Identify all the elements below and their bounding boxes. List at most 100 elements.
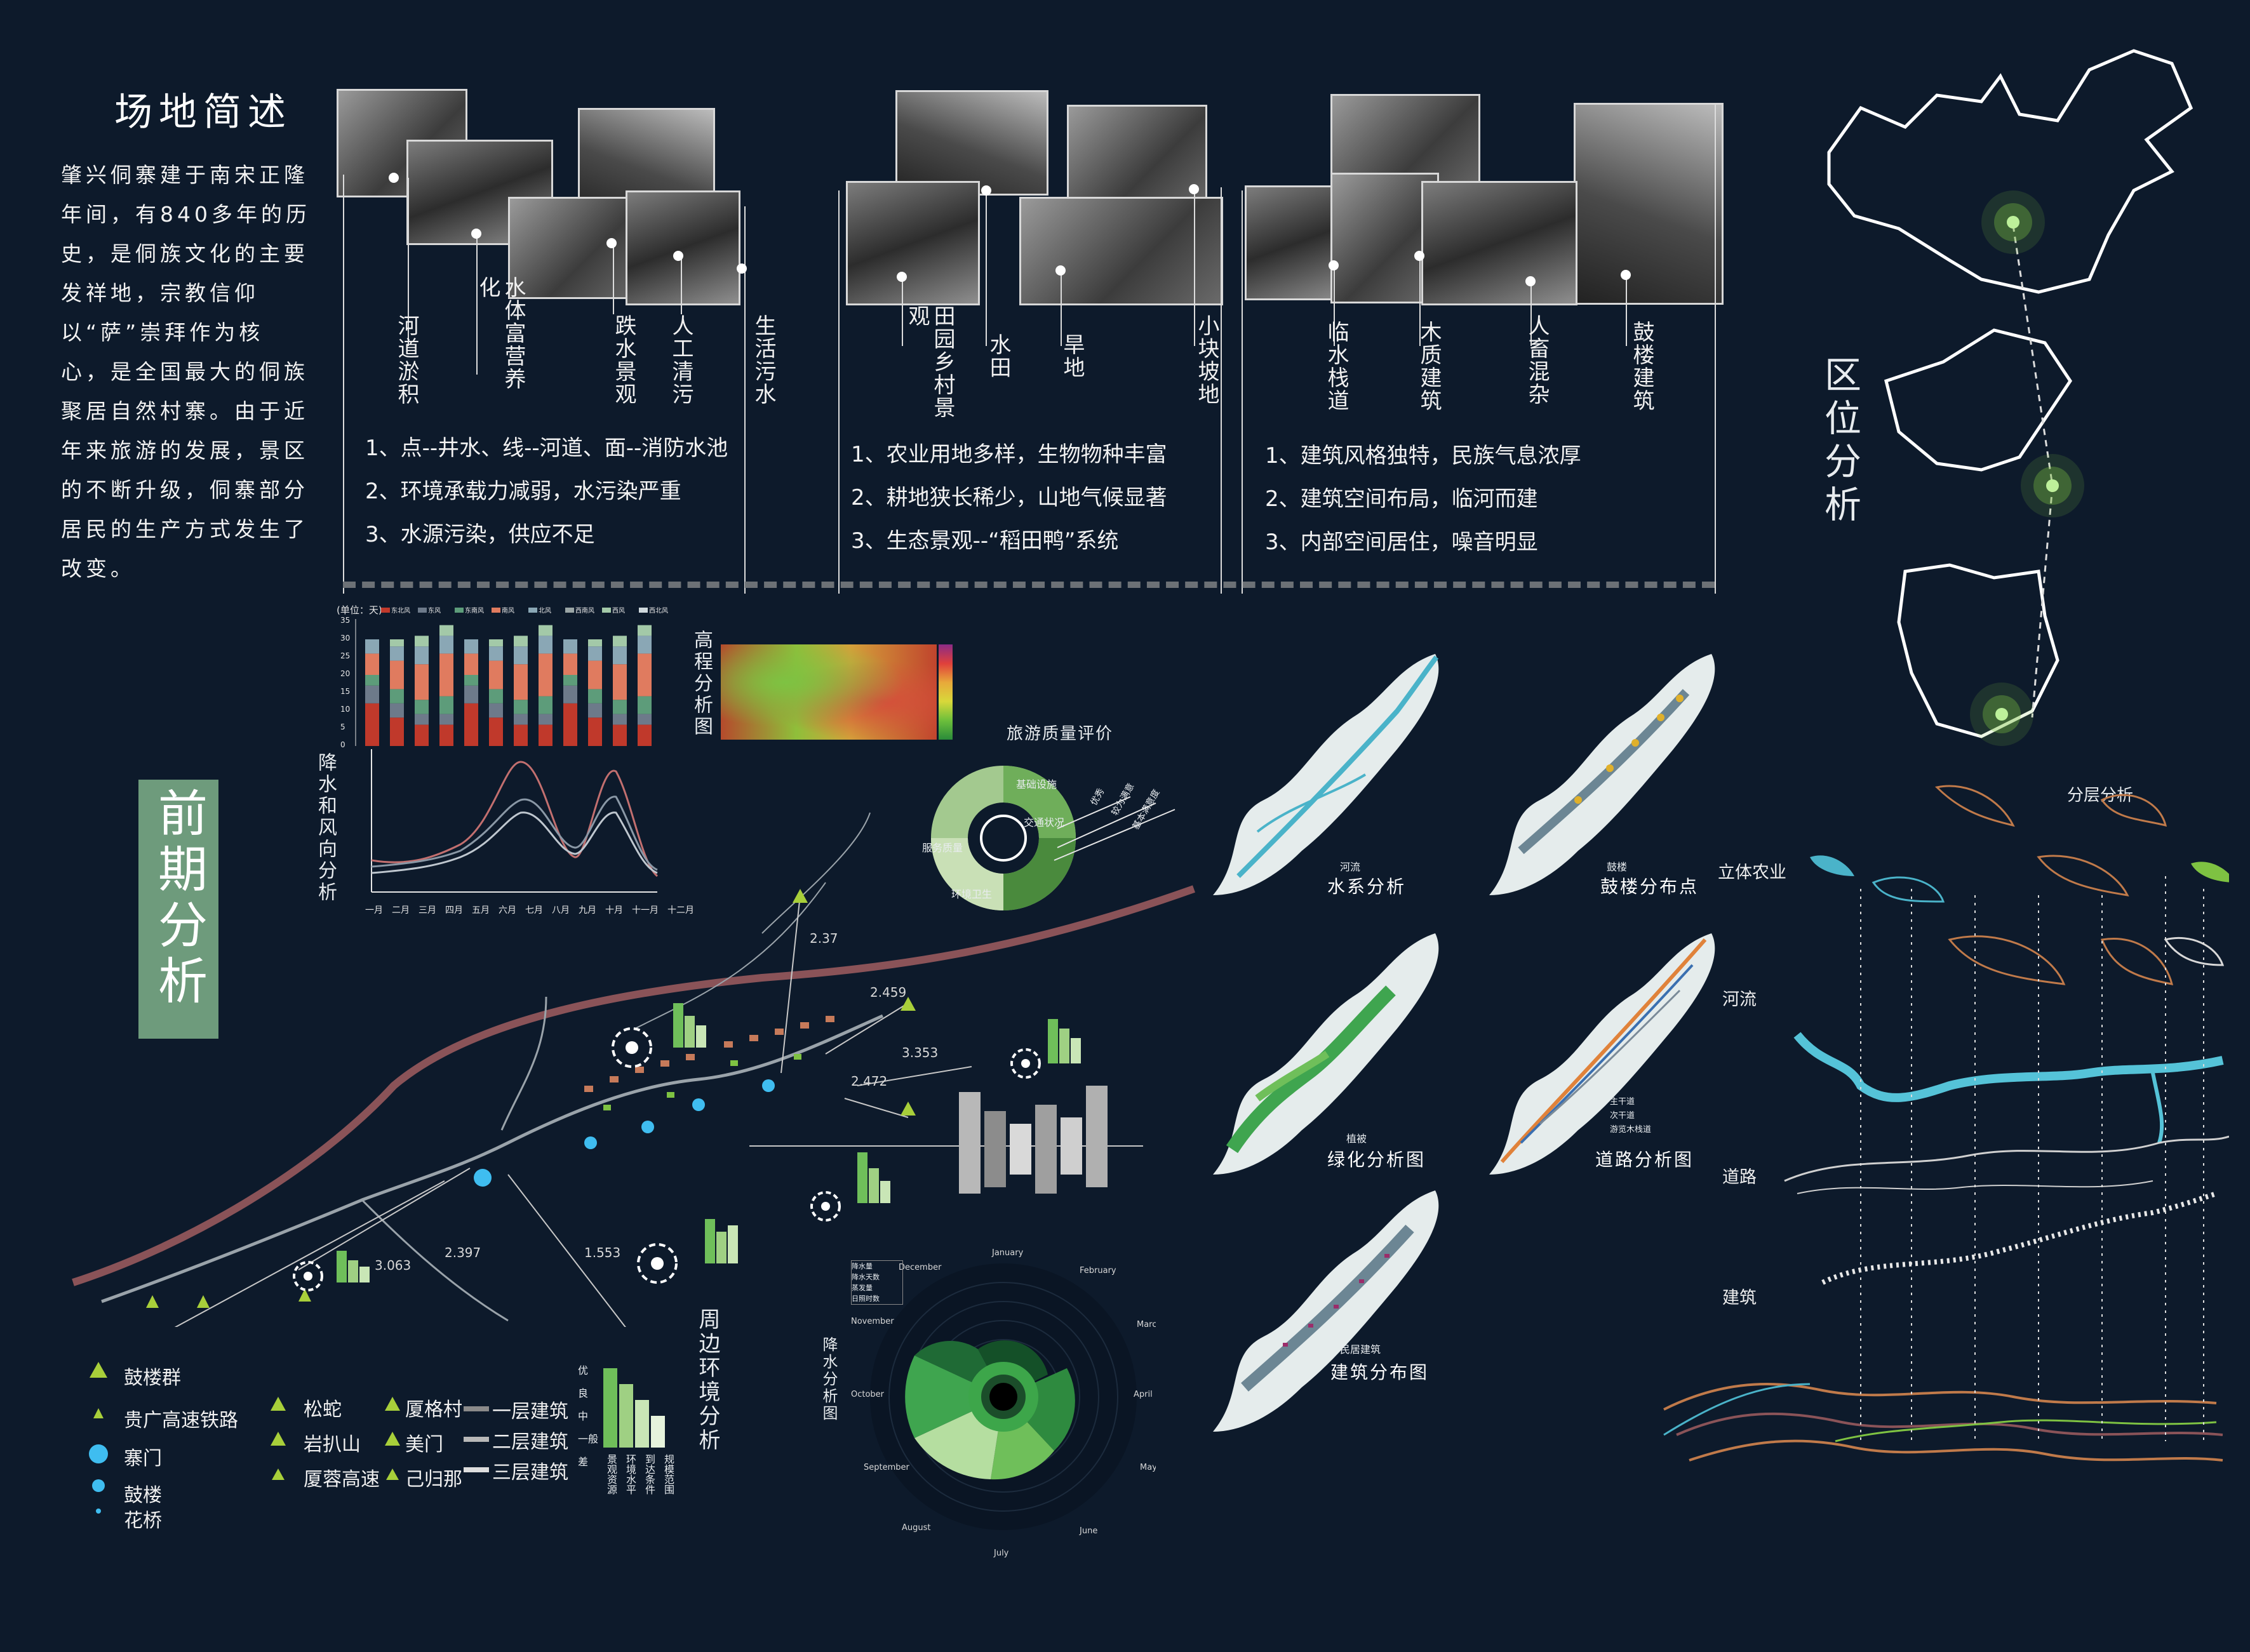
early-analysis-panel: 前期分析: [138, 780, 218, 1039]
rain-table-row: 降水量: [852, 1262, 873, 1270]
environment-map: 2.37 2.459 3.353 2.472 1.553 3.063 2.397: [72, 812, 1196, 1327]
rain-month: April: [1134, 1390, 1153, 1399]
wind-bar-segment: [489, 639, 503, 647]
wind-bar-segment: [613, 636, 627, 647]
month-label: 二月: [392, 905, 410, 916]
wind-bar-segment: [390, 703, 404, 718]
wind-bar-segment: [638, 696, 652, 714]
wind-bar-segment: [514, 646, 528, 665]
grade-label: 优: [578, 1364, 589, 1376]
rain-month: March: [1137, 1320, 1156, 1329]
wind-bar-segment: [415, 724, 429, 746]
donut-infra: 基础设施: [1016, 778, 1057, 790]
map-green-caption: 绿化分析图: [1327, 1149, 1426, 1170]
wind-bar-segment: [489, 660, 503, 689]
map-green: [1213, 933, 1439, 1175]
month-label: 九月: [579, 905, 596, 916]
wind-bar-segment: [365, 639, 379, 654]
photo-domestic-sewage: [626, 190, 740, 305]
layer-stack: [1663, 785, 2229, 1462]
wind-bar-segment: [514, 700, 528, 714]
criteria-label: 环境水平: [624, 1454, 636, 1495]
grade-label: 差: [578, 1456, 589, 1468]
map-water-legend: 河流: [1340, 861, 1361, 873]
distance-label: 2.397: [445, 1245, 481, 1260]
rain-month: December: [899, 1263, 942, 1272]
wind-bar-segment: [588, 639, 602, 647]
wind-bar-segment: [563, 685, 577, 703]
layer-label-building: 建筑: [1722, 1288, 1757, 1308]
donut-service: 服务质量: [922, 842, 963, 854]
legend-floor-2: 二层建筑: [492, 1431, 568, 1453]
photo-village-landscape: [846, 181, 980, 305]
map-water-caption: 水系分析: [1327, 876, 1407, 897]
map-road: [1489, 933, 1715, 1175]
wind-bar-segment: [439, 696, 453, 714]
photo-timber: [1330, 173, 1439, 303]
label-farm-landscape: 田园乡村景观: [904, 305, 955, 419]
wind-bar-segment: [588, 646, 602, 661]
wind-bar-segment: [563, 653, 577, 675]
label-manual-cleaning: 人工清污: [668, 314, 693, 406]
distance-label: 3.063: [375, 1258, 411, 1273]
wind-bar-segment: [613, 664, 627, 700]
month-label: 十月: [605, 905, 623, 916]
wind-bar-segment: [514, 724, 528, 746]
wind-bar-segment: [464, 639, 478, 654]
month-axis: 一月 二月 三月 四月 五月 六月 七月 八月 九月 十月 十一月 十二月: [365, 903, 694, 916]
wind-bar-segment: [489, 703, 503, 718]
label-wooden-building: 木质建筑: [1416, 321, 1442, 412]
wind-bar-segment: [638, 636, 652, 654]
wind-unit: (单位：天): [337, 604, 382, 616]
wind-bar-segment: [539, 724, 552, 746]
legend-drum-group: 鼓楼群: [124, 1367, 181, 1389]
wind-bar-segment: [415, 700, 429, 714]
photo-drum-tower: [1574, 103, 1724, 305]
wind-bar-segment: [415, 714, 429, 725]
month-label: 四月: [445, 905, 463, 916]
wind-bar-segment: [439, 636, 453, 654]
wind-bar-segment: [638, 724, 652, 746]
photo-dry-land: [1019, 197, 1223, 305]
wind-legend-swatch: [381, 608, 390, 613]
rain-line-chart: [371, 749, 659, 893]
rain-title: 降水分析图: [820, 1336, 838, 1422]
early-analysis-title: 前期分析: [150, 787, 207, 1011]
month-label: 六月: [499, 905, 516, 916]
wind-bar-segment: [464, 703, 478, 746]
wind-bar-segment: [489, 717, 503, 746]
wind-bar-segment: [439, 653, 453, 696]
map-road-caption: 道路分析图: [1595, 1149, 1694, 1170]
wind-bar-segment: [539, 653, 552, 696]
wind-bar-segment: [539, 696, 552, 714]
section-divider: [343, 582, 1715, 588]
water-point-1: 1、点--井水、线--河道、面--消防水池: [365, 436, 728, 461]
location-title: 区位分析: [1818, 356, 1861, 528]
photo-livestock: [1421, 181, 1577, 305]
month-label: 一月: [365, 905, 383, 916]
wind-legend-swatch: [418, 608, 427, 613]
wind-legend-swatch: [528, 608, 537, 613]
label-cascade: 跌水景观: [611, 314, 636, 406]
wind-bar-segment: [638, 625, 652, 636]
road-legend-item: 主干道: [1610, 1097, 1635, 1107]
map-drum: [1489, 654, 1715, 895]
rain-month: November: [851, 1317, 894, 1326]
legend-flower-bridge: 花桥: [124, 1510, 162, 1532]
wind-bar-segment: [464, 653, 478, 675]
legend-village: 己归那: [405, 1469, 462, 1491]
map-building: [1213, 1190, 1439, 1432]
rain-table-row: 日照时数: [852, 1295, 880, 1303]
wind-legend-swatch: [492, 608, 500, 613]
environment-title: 周边环境分析: [695, 1308, 720, 1453]
elevation-heatmap: [721, 644, 937, 740]
wind-bar-segment: [514, 714, 528, 725]
wind-bar-segment: [390, 689, 404, 703]
criteria-label: 到达条件: [643, 1454, 655, 1495]
farm-point-1: 1、农业用地多样，生物物种丰富: [851, 442, 1167, 467]
wind-legend-swatch: [455, 608, 464, 613]
map-drum-caption: 鼓楼分布点: [1600, 876, 1699, 897]
label-waterside-plank: 临水栈道: [1323, 321, 1349, 412]
rain-month: July: [993, 1549, 1009, 1558]
wind-legend-label: 东南风: [465, 606, 484, 615]
